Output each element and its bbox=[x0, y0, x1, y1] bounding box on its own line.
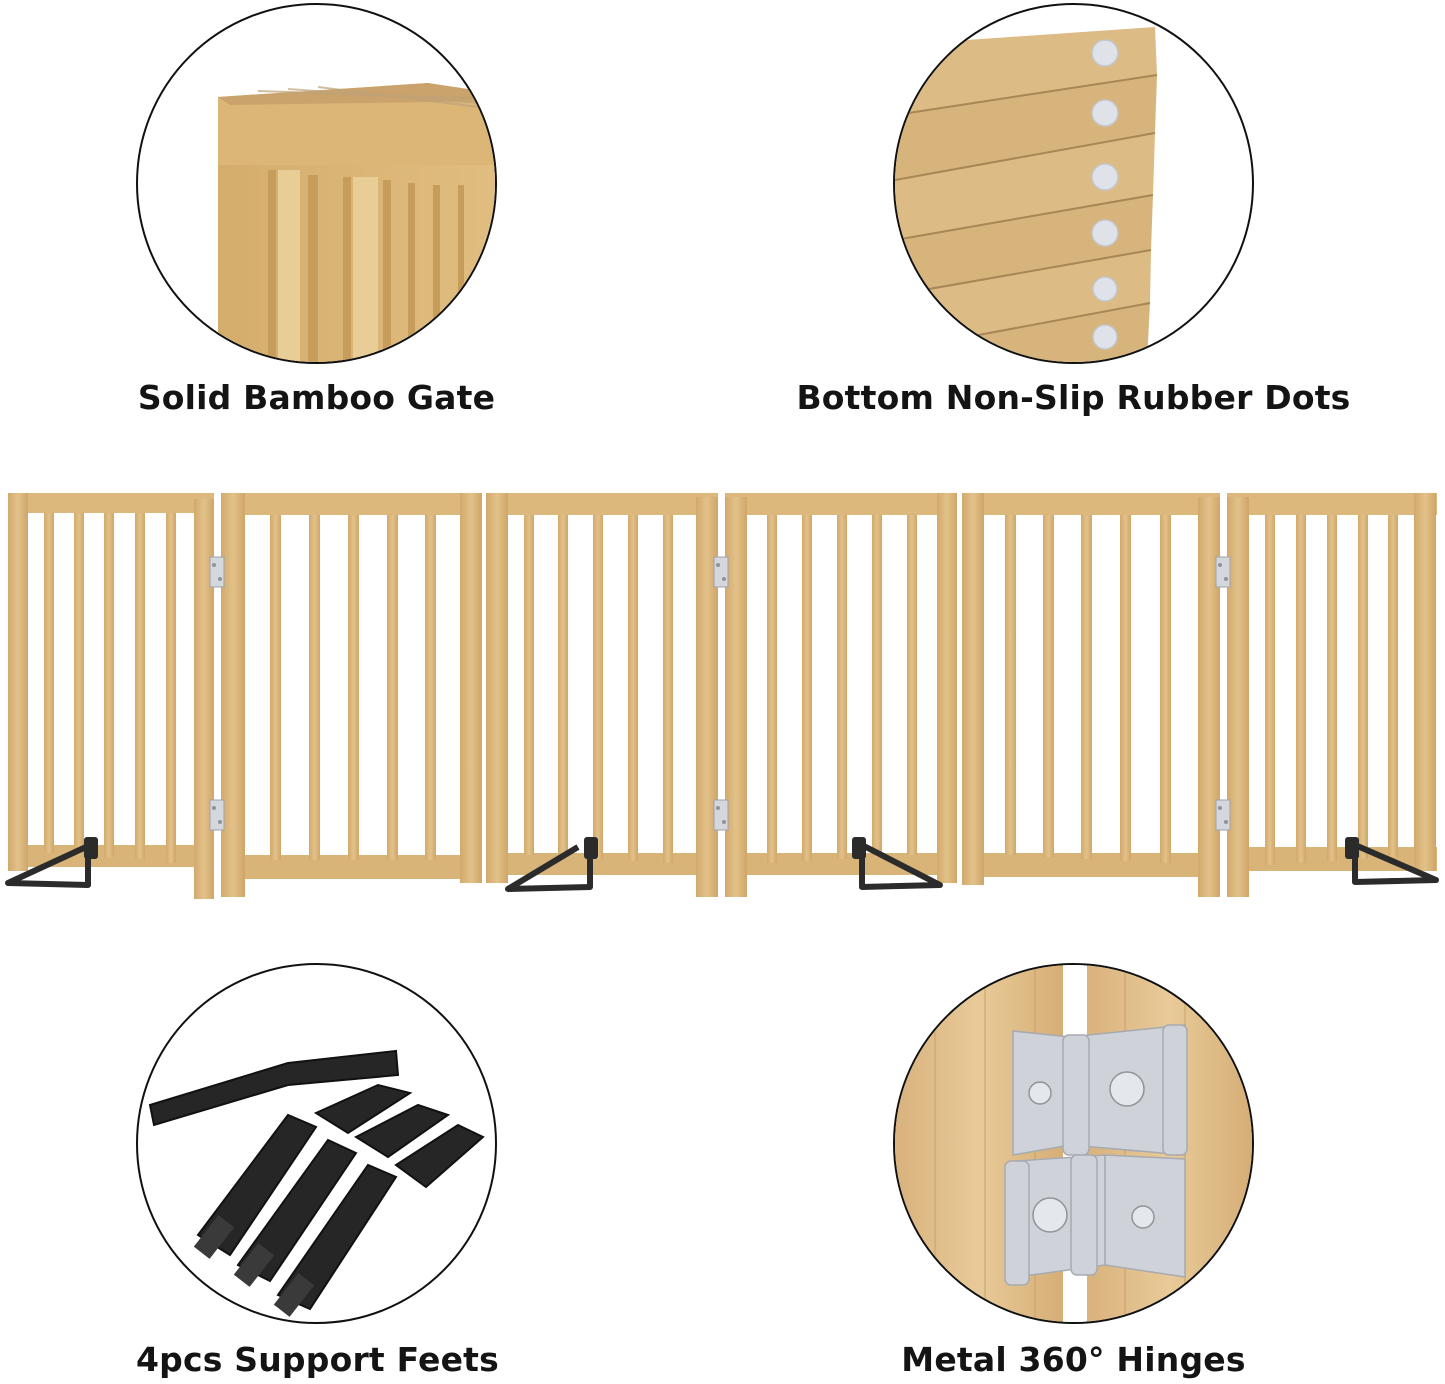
panel-2 bbox=[221, 493, 482, 897]
rubber-dot-icon bbox=[895, 27, 1158, 362]
panel-4 bbox=[725, 493, 957, 897]
hinge-icon bbox=[895, 965, 1252, 1322]
panel-3 bbox=[486, 493, 718, 897]
support-feet-icons bbox=[5, 842, 1439, 892]
bamboo-closeup-image bbox=[136, 3, 497, 364]
caption-support-feet: 4pcs Support Feets bbox=[136, 1340, 499, 1379]
panel-5 bbox=[962, 493, 1220, 897]
caption-metal-hinges: Metal 360° Hinges bbox=[901, 1340, 1246, 1379]
caption-rubber-dots: Bottom Non-Slip Rubber Dots bbox=[796, 378, 1351, 417]
caption-solid-bamboo-gate: Solid Bamboo Gate bbox=[137, 378, 496, 417]
panel-1 bbox=[8, 493, 214, 899]
support-feet-icon bbox=[148, 1049, 485, 1317]
hinge-icons bbox=[209, 556, 1231, 831]
rubber-dots-closeup-image bbox=[893, 3, 1254, 364]
folding-gate-illustration bbox=[5, 493, 1439, 899]
bamboo-wood-icon bbox=[218, 83, 495, 362]
support-feet-closeup-image bbox=[136, 963, 497, 1324]
hinges-closeup-image bbox=[893, 963, 1254, 1324]
panel-6 bbox=[1227, 493, 1437, 897]
folding-gate-image bbox=[0, 485, 1445, 905]
